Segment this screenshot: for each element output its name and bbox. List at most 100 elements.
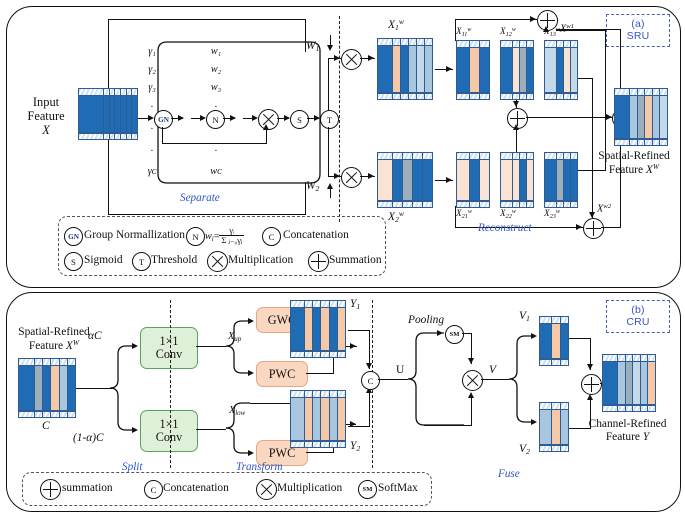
arrow-w2-rise: [326, 183, 333, 189]
legend-concat-icon-cru: C: [144, 480, 163, 499]
arrow-gn-out: [178, 114, 184, 121]
y1-label: Y1: [350, 298, 361, 312]
wire-gn-out: [171, 118, 183, 120]
x22-stack: [500, 152, 534, 208]
arrow-to-mul: [252, 114, 258, 121]
xlow-fork: [225, 402, 250, 454]
y2-label: Y2: [350, 440, 361, 454]
sigmoid-op: S: [290, 110, 309, 129]
xw1-label: Xw1: [560, 23, 575, 34]
v-label: V: [489, 364, 496, 376]
pwc-top-label: PWC: [268, 366, 296, 381]
transform-label: Transform: [236, 461, 283, 473]
wire-x23-up: [605, 30, 607, 171]
x21-stack: [456, 152, 490, 208]
legend-multiplication-text-sru: Multiplication: [228, 254, 294, 266]
legend-threshold-text: Threshold: [151, 254, 198, 266]
wire-xw2-concat: [620, 127, 622, 227]
arrow-to-pwc-bot: [248, 449, 254, 456]
arrow-mul-sig: [284, 114, 290, 121]
weight-dot-3: ·: [214, 146, 218, 157]
wire-x1w-x11: [435, 69, 453, 71]
legend-threshold-icon: T: [132, 252, 151, 271]
softmax-op: SM: [445, 325, 464, 344]
x1w-stack: [377, 38, 433, 100]
arrow-v2-sum: [586, 394, 593, 400]
wire-xw1-concat: [620, 29, 622, 109]
conv-top-box[interactable]: 1×1 Conv: [140, 327, 198, 369]
legend-gn-icon: GN: [64, 227, 83, 246]
legend-softmax-text: SoftMax: [378, 482, 418, 494]
divider-separate-reconstruct: [339, 16, 340, 222]
feature-slab: [78, 88, 104, 140]
wire-sm-down: [471, 333, 473, 364]
channel-refined-line1: Channel-Refined: [588, 418, 667, 430]
channel-refined-label: Channel-Refined Feature Y: [575, 418, 680, 444]
feature-slab: [539, 402, 552, 452]
skip-to-mul1: [305, 19, 307, 52]
feature-slab: [539, 316, 552, 366]
arrow-split-bottom: [132, 426, 138, 433]
arrow-sum-y1: [350, 342, 356, 349]
wire-v2-up: [590, 397, 592, 429]
x2w-label: X2w: [388, 209, 404, 224]
wire-y2-right: [348, 426, 370, 428]
spatial-refined-stack: [614, 88, 668, 146]
gamma-2: γ₂: [148, 64, 156, 75]
feature-slab: [602, 354, 618, 412]
spatial-refined-label: Spatial-Refined Feature XW: [588, 150, 680, 176]
cru-input-label: Spatial-Refined Feature XW: [2, 326, 106, 352]
w2-rise: [330, 186, 332, 198]
arrow-loop-mul: [467, 392, 474, 398]
cru-input-stack: [18, 358, 76, 418]
legend-softmax-icon: SM: [358, 480, 377, 499]
wire-v1-right: [569, 338, 591, 340]
legend-gn-text: Group Normallization: [84, 229, 185, 241]
feature-slab: [456, 40, 470, 100]
legend-summation-text-sru: Summation: [329, 254, 382, 266]
arrow-x1w-x11: [446, 65, 452, 72]
wire-x13-down: [592, 78, 594, 218]
reconstruct-label: Reconstruct: [478, 222, 532, 234]
wire-x11-sumtop: [455, 19, 537, 21]
x13-stack: [544, 40, 578, 100]
multiplication-op-w1: [341, 49, 362, 70]
gamma-dot-1: ·: [150, 102, 154, 113]
xw2-label: Xw2: [597, 203, 612, 215]
xlow-label: Xlow: [229, 405, 246, 417]
legend-box-cru: [22, 472, 432, 506]
xup-fork: [225, 320, 250, 374]
conv-bot-line1: 1×1: [159, 417, 179, 432]
x11-label: X11w: [456, 26, 472, 38]
pooling-fork: [407, 332, 464, 426]
one-minus-alpha-c-label: (1-α)C: [73, 432, 104, 444]
wire-x2w-x21: [435, 180, 453, 182]
x22-label: X22w: [500, 208, 516, 220]
arrow-to-softmax: [437, 329, 443, 336]
pwc-top-box[interactable]: PWC: [256, 361, 308, 387]
v-fork: [508, 335, 535, 423]
legend-summation-icon-cru: [40, 479, 61, 500]
feature-slab: [377, 152, 393, 208]
legend-box-sru: [58, 216, 386, 276]
panel-a-tag: (a) SRU: [606, 14, 670, 47]
gn-loop-down: [162, 127, 164, 144]
feature-slab: [614, 88, 630, 146]
wire-v1-down: [590, 338, 592, 370]
arrow-input-gn: [148, 114, 154, 121]
wire-n-out: [223, 118, 235, 120]
input-feature-stack: [78, 88, 138, 140]
summation-op-xw2: [583, 218, 604, 239]
feature-slab: [544, 40, 557, 100]
v2-stack: [539, 402, 569, 452]
input-feature-label: Input Feature X: [14, 95, 78, 138]
wire-convtop-out: [196, 346, 226, 348]
group-norm-op: GN: [154, 110, 173, 129]
feature-slab: [500, 152, 513, 208]
gamma-dot-3: ·: [150, 146, 154, 157]
wire-concat-u: [378, 379, 408, 381]
conv-bottom-box[interactable]: 1×1 Conv: [140, 410, 198, 452]
arrow-n-out: [230, 114, 236, 121]
arrow-sm-mul: [467, 358, 474, 364]
